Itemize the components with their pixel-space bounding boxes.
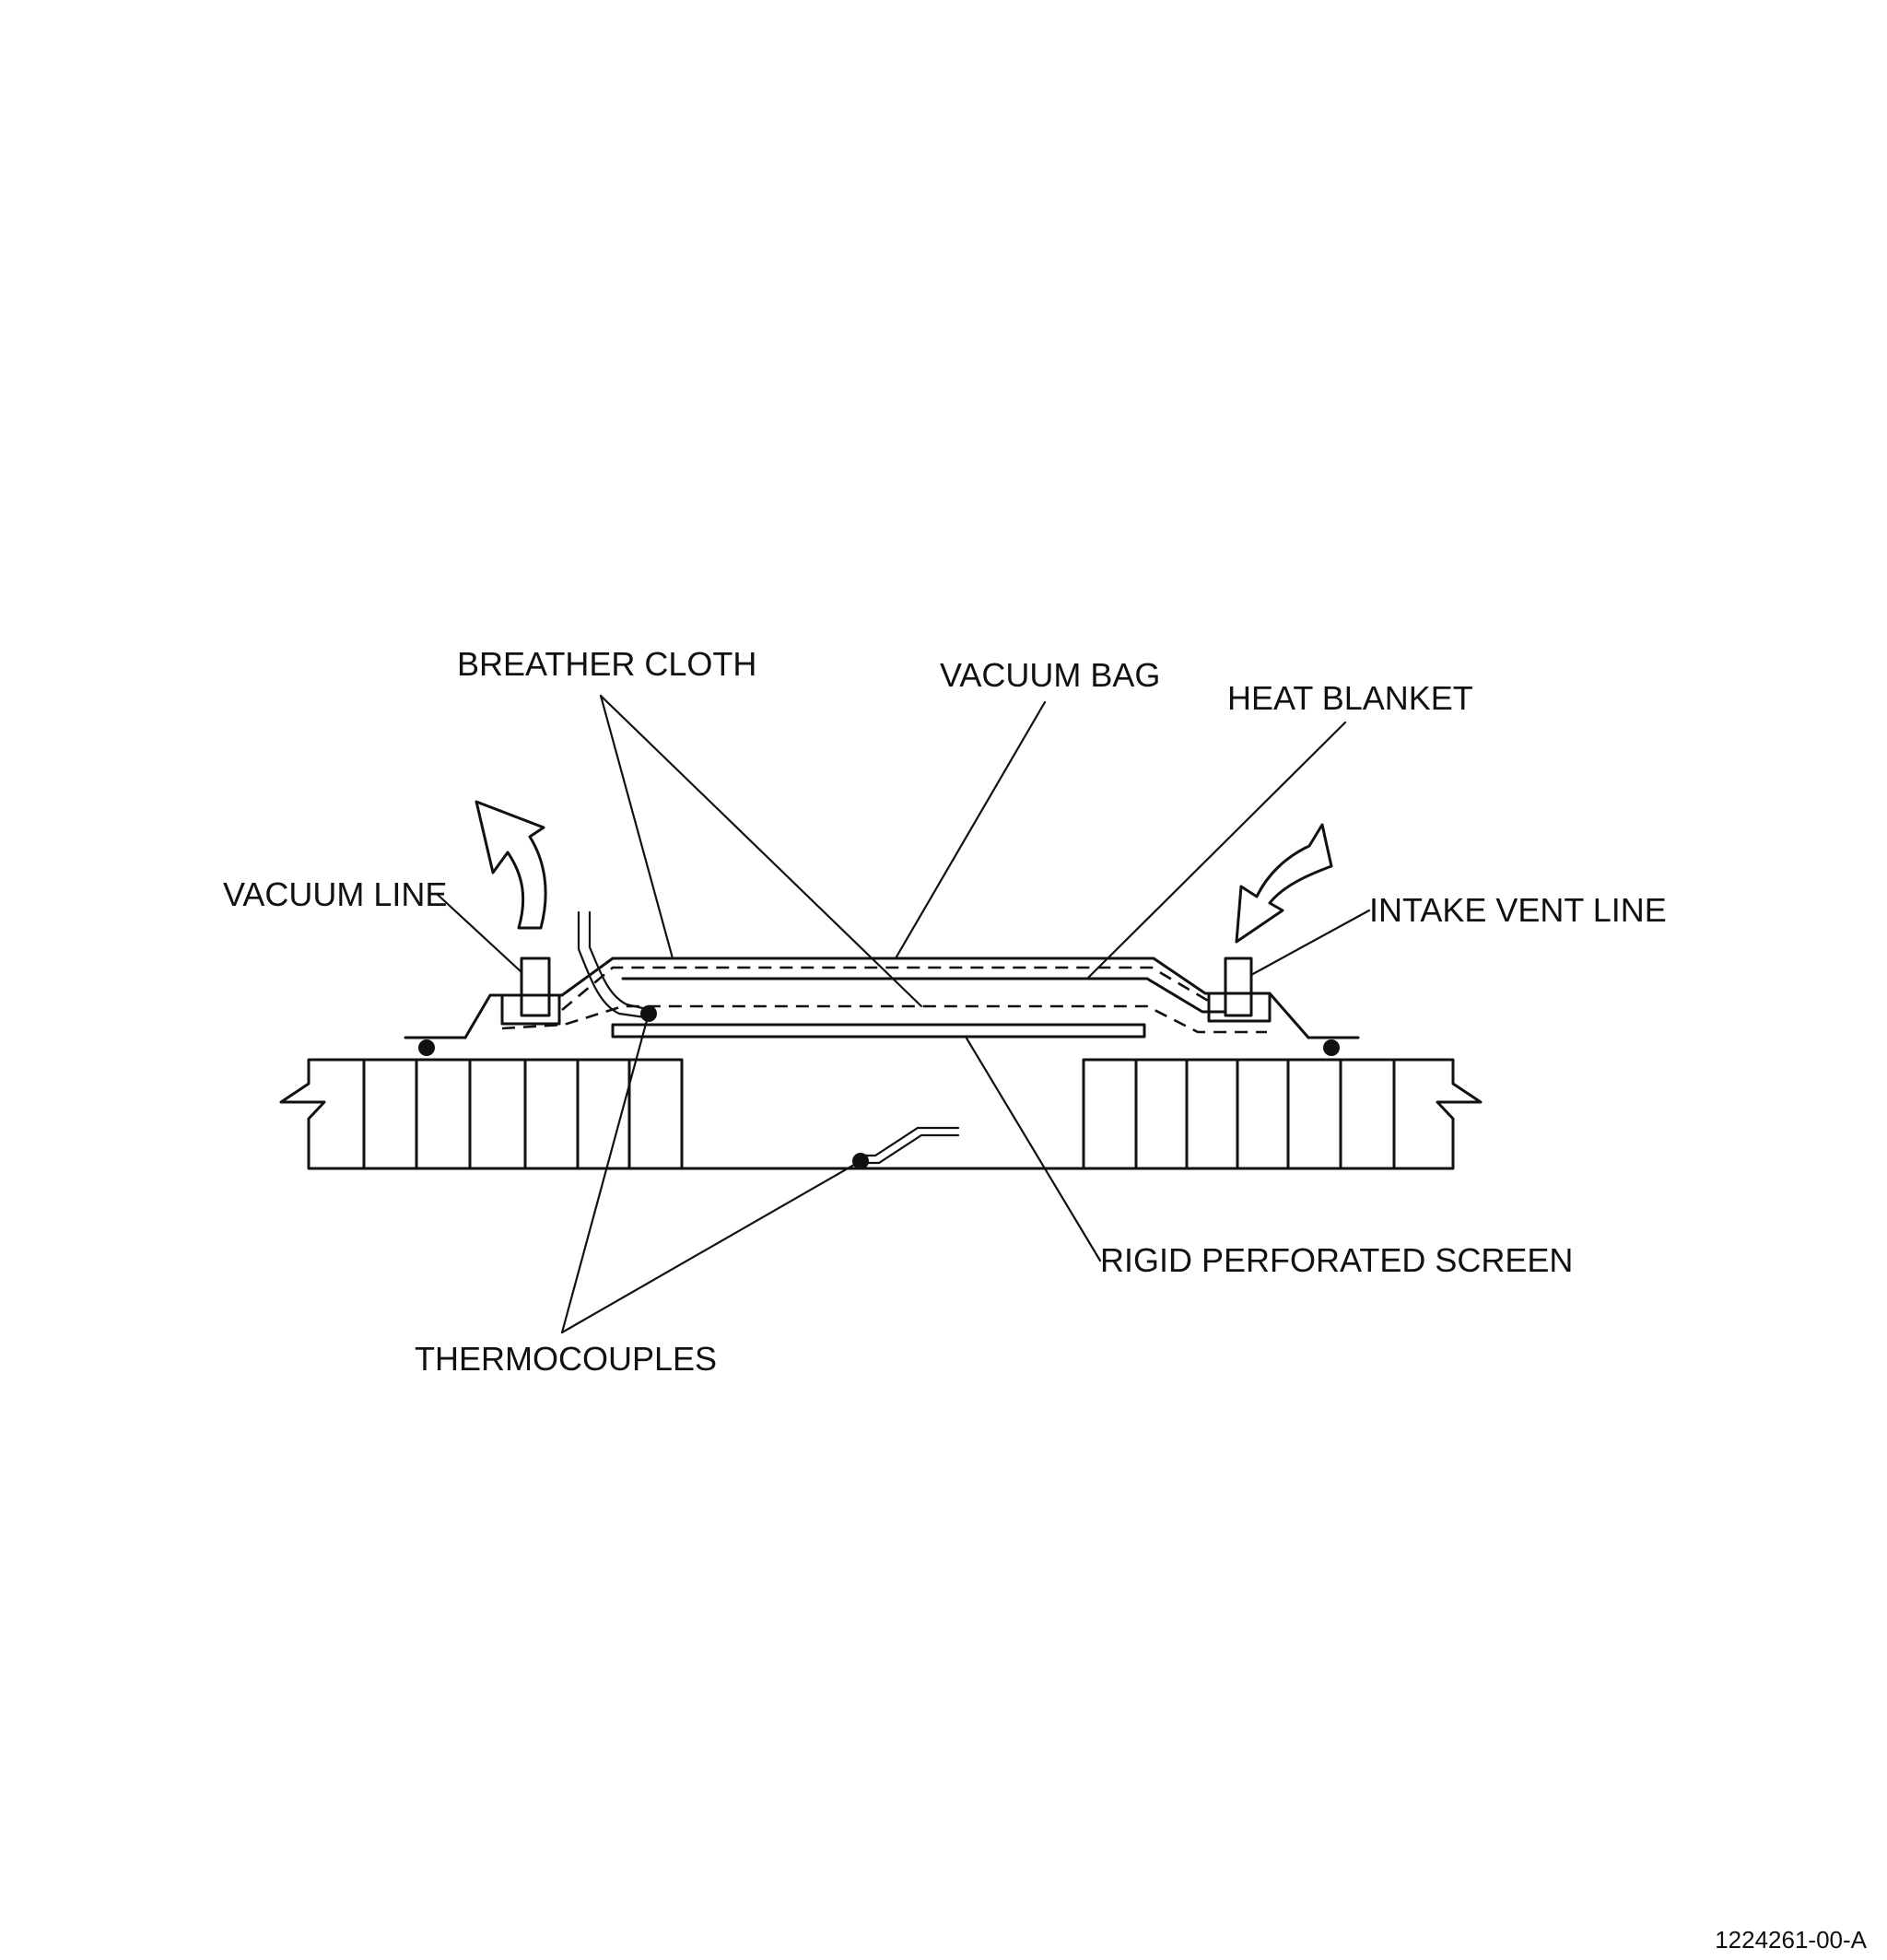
flow-arrows — [475, 800, 1333, 944]
breather-cloth-layer — [501, 966, 1267, 1034]
vacuum-line-fitting — [500, 957, 561, 1026]
inflow-arrow-icon — [1235, 823, 1333, 944]
label-vacuum-line: VACUUM LINE — [223, 875, 447, 913]
honeycomb-panel — [279, 1058, 1483, 1170]
rigid-perforated-screen-plate — [611, 1023, 1146, 1039]
heat-blanket-layer — [621, 977, 1227, 1014]
leader-lines — [435, 694, 1371, 1334]
label-vacuum-bag: VACUUM BAG — [940, 656, 1160, 694]
sealant-tape — [404, 1036, 1360, 1056]
label-heat-blanket: HEAT BLANKET — [1227, 679, 1473, 717]
outflow-arrow-icon — [475, 800, 547, 930]
intake-vent-fitting — [1207, 957, 1272, 1023]
label-thermocouples: THERMOCOUPLES — [415, 1340, 717, 1378]
label-intake-vent-line: INTAKE VENT LINE — [1369, 891, 1667, 929]
label-rigid-perforated-screen: RIGID PERFORATED SCREEN — [1100, 1241, 1573, 1279]
thermocouple-wires — [577, 910, 960, 1169]
label-breather-cloth: BREATHER CLOTH — [457, 645, 756, 683]
figure-id: 1224261-00-A — [1715, 1926, 1867, 1954]
